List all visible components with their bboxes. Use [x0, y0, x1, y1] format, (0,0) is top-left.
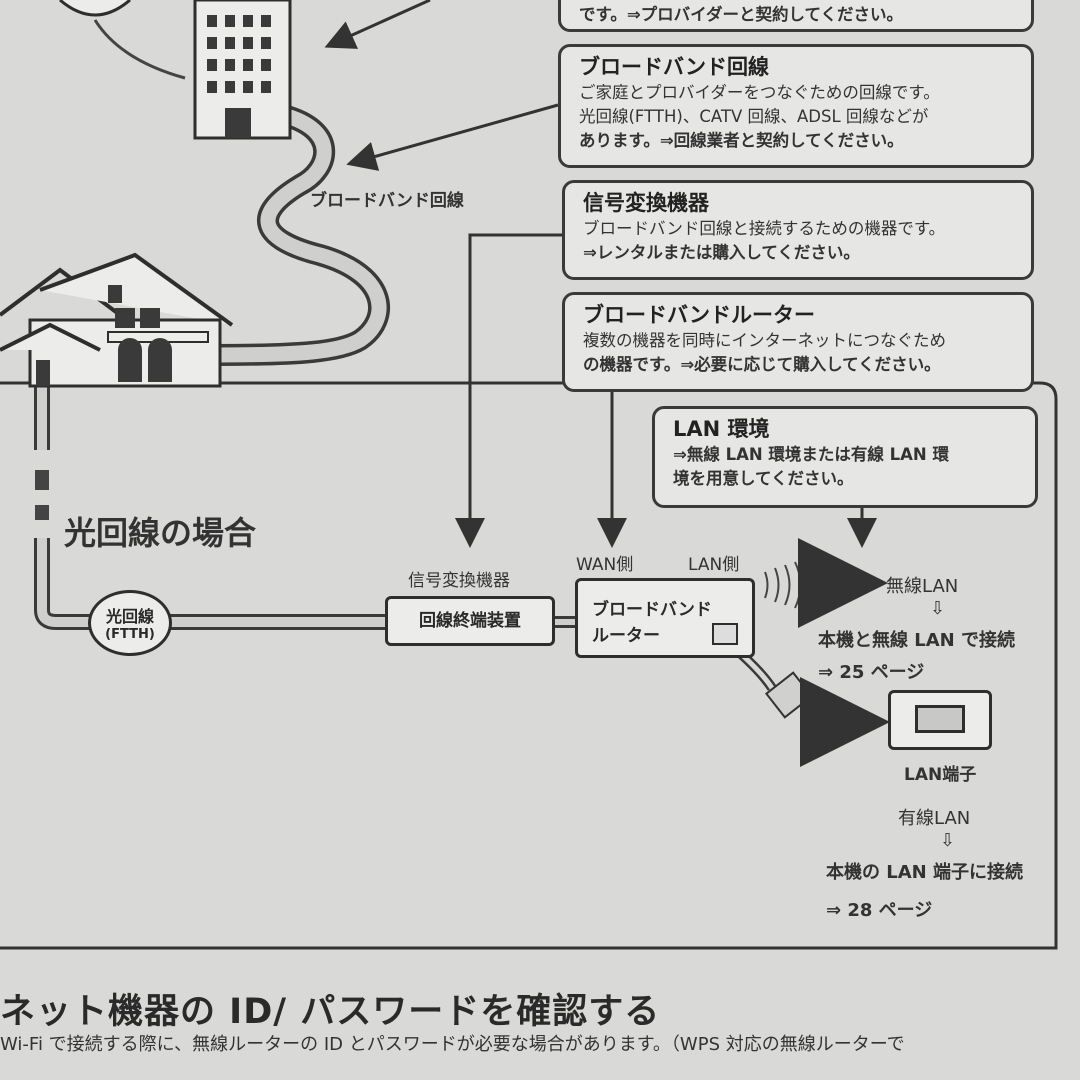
fiber-circle-sub: (FTTH): [105, 627, 155, 642]
router-callout-title: ブロードバンドルーター: [583, 303, 816, 327]
satellite-dish-icon: [59, 0, 131, 17]
wireless-down-arrow: ⇩: [930, 598, 946, 619]
signal-arrow: [455, 233, 562, 548]
lan-env-desc2: 境を用意してください。: [673, 469, 854, 488]
broadband-line-desc1: ご家庭とプロバイダーをつなぐための回線です。: [579, 83, 940, 102]
broadband-line-label: ブロードバンド回線: [310, 191, 464, 211]
section-body: Wi-Fi で接続する際に、無線ルーターの ID とパスワードが必要な場合があり…: [0, 1034, 905, 1055]
router-port-icon: [712, 623, 738, 645]
signal-converter-callout: 信号変換機器 ブロードバンド回線と接続するための機器です。 ⇒レンタルまたは購入…: [562, 180, 1034, 280]
provider-arrow: [324, 0, 431, 49]
router-box: ブロードバンド ルーター: [575, 578, 755, 658]
lan-port-label: LAN端子: [904, 765, 977, 785]
ont-box: 回線終端装置: [385, 596, 555, 646]
wired-connect-text: 本機の LAN 端子に接続: [826, 862, 1023, 883]
house-icon: [0, 252, 234, 388]
lan-env-desc1: ⇒無線 LAN 環境または有線 LAN 環: [673, 445, 949, 464]
fiber-circle: 光回線 (FTTH): [88, 590, 172, 656]
building-icon: [193, 0, 292, 140]
broadband-line-desc3: あります。⇒回線業者と契約してください。: [579, 131, 904, 150]
lan-env-callout: LAN 環境 ⇒無線 LAN 環境または有線 LAN 環 境を用意してください。: [652, 406, 1038, 508]
router-label-1: ブロードバンド: [592, 600, 712, 620]
wan-side-label: WAN側: [576, 555, 634, 575]
lan-port-icon: [888, 690, 992, 750]
signal-converter-title: 信号変換機器: [583, 191, 709, 215]
provider-callout: です。⇒プロバイダーと契約してください。: [558, 0, 1034, 32]
broadband-line-callout: ブロードバンド回線 ご家庭とプロバイダーをつなぐための回線です。 光回線(FTT…: [558, 44, 1034, 168]
router-label-2: ルーター: [592, 626, 660, 646]
fiber-case-heading: 光回線の場合: [64, 514, 257, 552]
wireless-connect-text: 本機と無線 LAN で接続: [818, 630, 1015, 651]
signal-converter-desc1: ブロードバンド回線と接続するための機器です。: [583, 219, 946, 238]
wireless-waves: [764, 555, 824, 615]
broadband-line-desc2: 光回線(FTTH)、CATV 回線、ADSL 回線などが: [579, 107, 929, 126]
router-callout: ブロードバンドルーター 複数の機器を同時にインターネットにつなぐため の機器です…: [562, 292, 1034, 392]
provider-text: です。⇒プロバイダーと契約してください。: [579, 5, 904, 24]
broadband-line-title: ブロードバンド回線: [579, 55, 770, 79]
id-password-section: ネット機器の ID/ パスワードを確認する Wi-Fi で接続する際に、無線ルー…: [0, 982, 1080, 1080]
router-callout-desc2: の機器です。⇒必要に応じて購入してください。: [583, 355, 941, 374]
wired-down-arrow: ⇩: [940, 830, 956, 851]
wireless-page-link[interactable]: ⇒ 25 ページ: [818, 662, 925, 683]
section-title: ネット機器の ID/ パスワードを確認する: [0, 992, 661, 1032]
ont-label: 回線終端装置: [419, 611, 521, 631]
wired-lan-label: 有線LAN: [898, 808, 971, 829]
diagram-frame: [0, 381, 1058, 950]
router-callout-desc1: 複数の機器を同時にインターネットにつなぐため: [583, 331, 946, 350]
signal-converter-desc2: ⇒レンタルまたは購入してください。: [583, 243, 860, 262]
wireless-lan-label: 無線LAN: [886, 576, 959, 597]
broadband-arrow: [346, 103, 559, 171]
signal-converter-label: 信号変換機器: [408, 571, 510, 591]
fiber-circle-label: 光回線: [105, 607, 154, 626]
lan-side-label: LAN側: [688, 555, 740, 575]
wired-page-link[interactable]: ⇒ 28 ページ: [826, 900, 933, 921]
dish-cable: [93, 19, 186, 80]
lan-env-title: LAN 環境: [673, 417, 770, 441]
